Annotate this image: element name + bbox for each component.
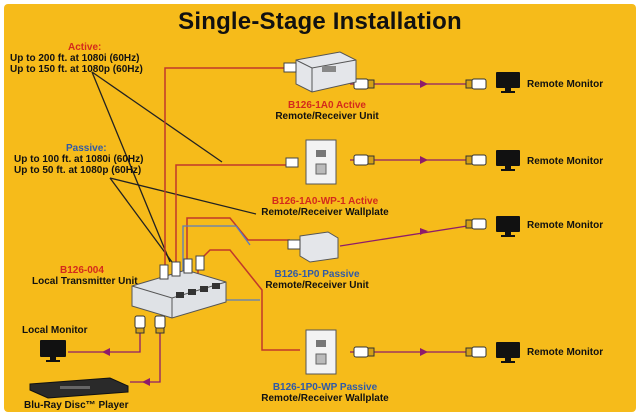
transmitter-icon bbox=[131, 255, 227, 319]
unit-3-monitor-label: Remote Monitor bbox=[527, 220, 604, 231]
unit-1-model: B126-1A0 Active bbox=[287, 100, 366, 111]
passive-wallplate-icon bbox=[305, 329, 337, 375]
transmitter-name: Local Transmitter Unit bbox=[32, 276, 138, 287]
unit-4-model: B126-1P0-WP Passive bbox=[272, 382, 378, 393]
local-monitor-label: Local Monitor bbox=[22, 325, 88, 336]
passive-receiver-icon bbox=[287, 231, 339, 263]
passive-heading: Passive: bbox=[66, 143, 107, 154]
hdmi-connector-icons bbox=[134, 78, 487, 358]
passive-spec-1080i: Up to 100 ft. at 1080i (60Hz) bbox=[14, 154, 144, 165]
signal-arrows bbox=[102, 80, 428, 386]
active-spec-1080i: Up to 200 ft. at 1080i (60Hz) bbox=[10, 53, 140, 64]
unit-1-monitor-label: Remote Monitor bbox=[527, 79, 604, 90]
unit-2-model: B126-1A0-WP-1 Active bbox=[271, 196, 379, 207]
hdmi-cables bbox=[68, 83, 481, 383]
passive-spec-1080p: Up to 50 ft. at 1080p (60Hz) bbox=[14, 165, 142, 176]
wallplate-icon bbox=[285, 139, 337, 185]
active-heading: Active: bbox=[68, 42, 102, 53]
unit-3-model: B126-1P0 Passive bbox=[274, 269, 360, 280]
annotation-pointers bbox=[91, 71, 257, 263]
transmitter-model: B126-004 bbox=[60, 265, 104, 276]
page-title: Single-Stage Installation bbox=[178, 8, 462, 35]
receiver-unit-icon bbox=[283, 51, 357, 93]
unit-4-name: Remote/Receiver Wallplate bbox=[261, 393, 389, 404]
monitor-icons bbox=[40, 72, 520, 363]
unit-1-name: Remote/Receiver Unit bbox=[275, 111, 379, 122]
player-label: Blu-Ray Disc™ Player bbox=[24, 400, 129, 411]
active-spec-1080p: Up to 150 ft. at 1080p (60Hz) bbox=[10, 64, 143, 75]
unit-2-name: Remote/Receiver Wallplate bbox=[261, 207, 389, 218]
unit-2-monitor-label: Remote Monitor bbox=[527, 156, 604, 167]
unit-4-monitor-label: Remote Monitor bbox=[527, 347, 604, 358]
bluray-player-icon bbox=[29, 377, 129, 399]
unit-3-name: Remote/Receiver Unit bbox=[265, 280, 369, 291]
